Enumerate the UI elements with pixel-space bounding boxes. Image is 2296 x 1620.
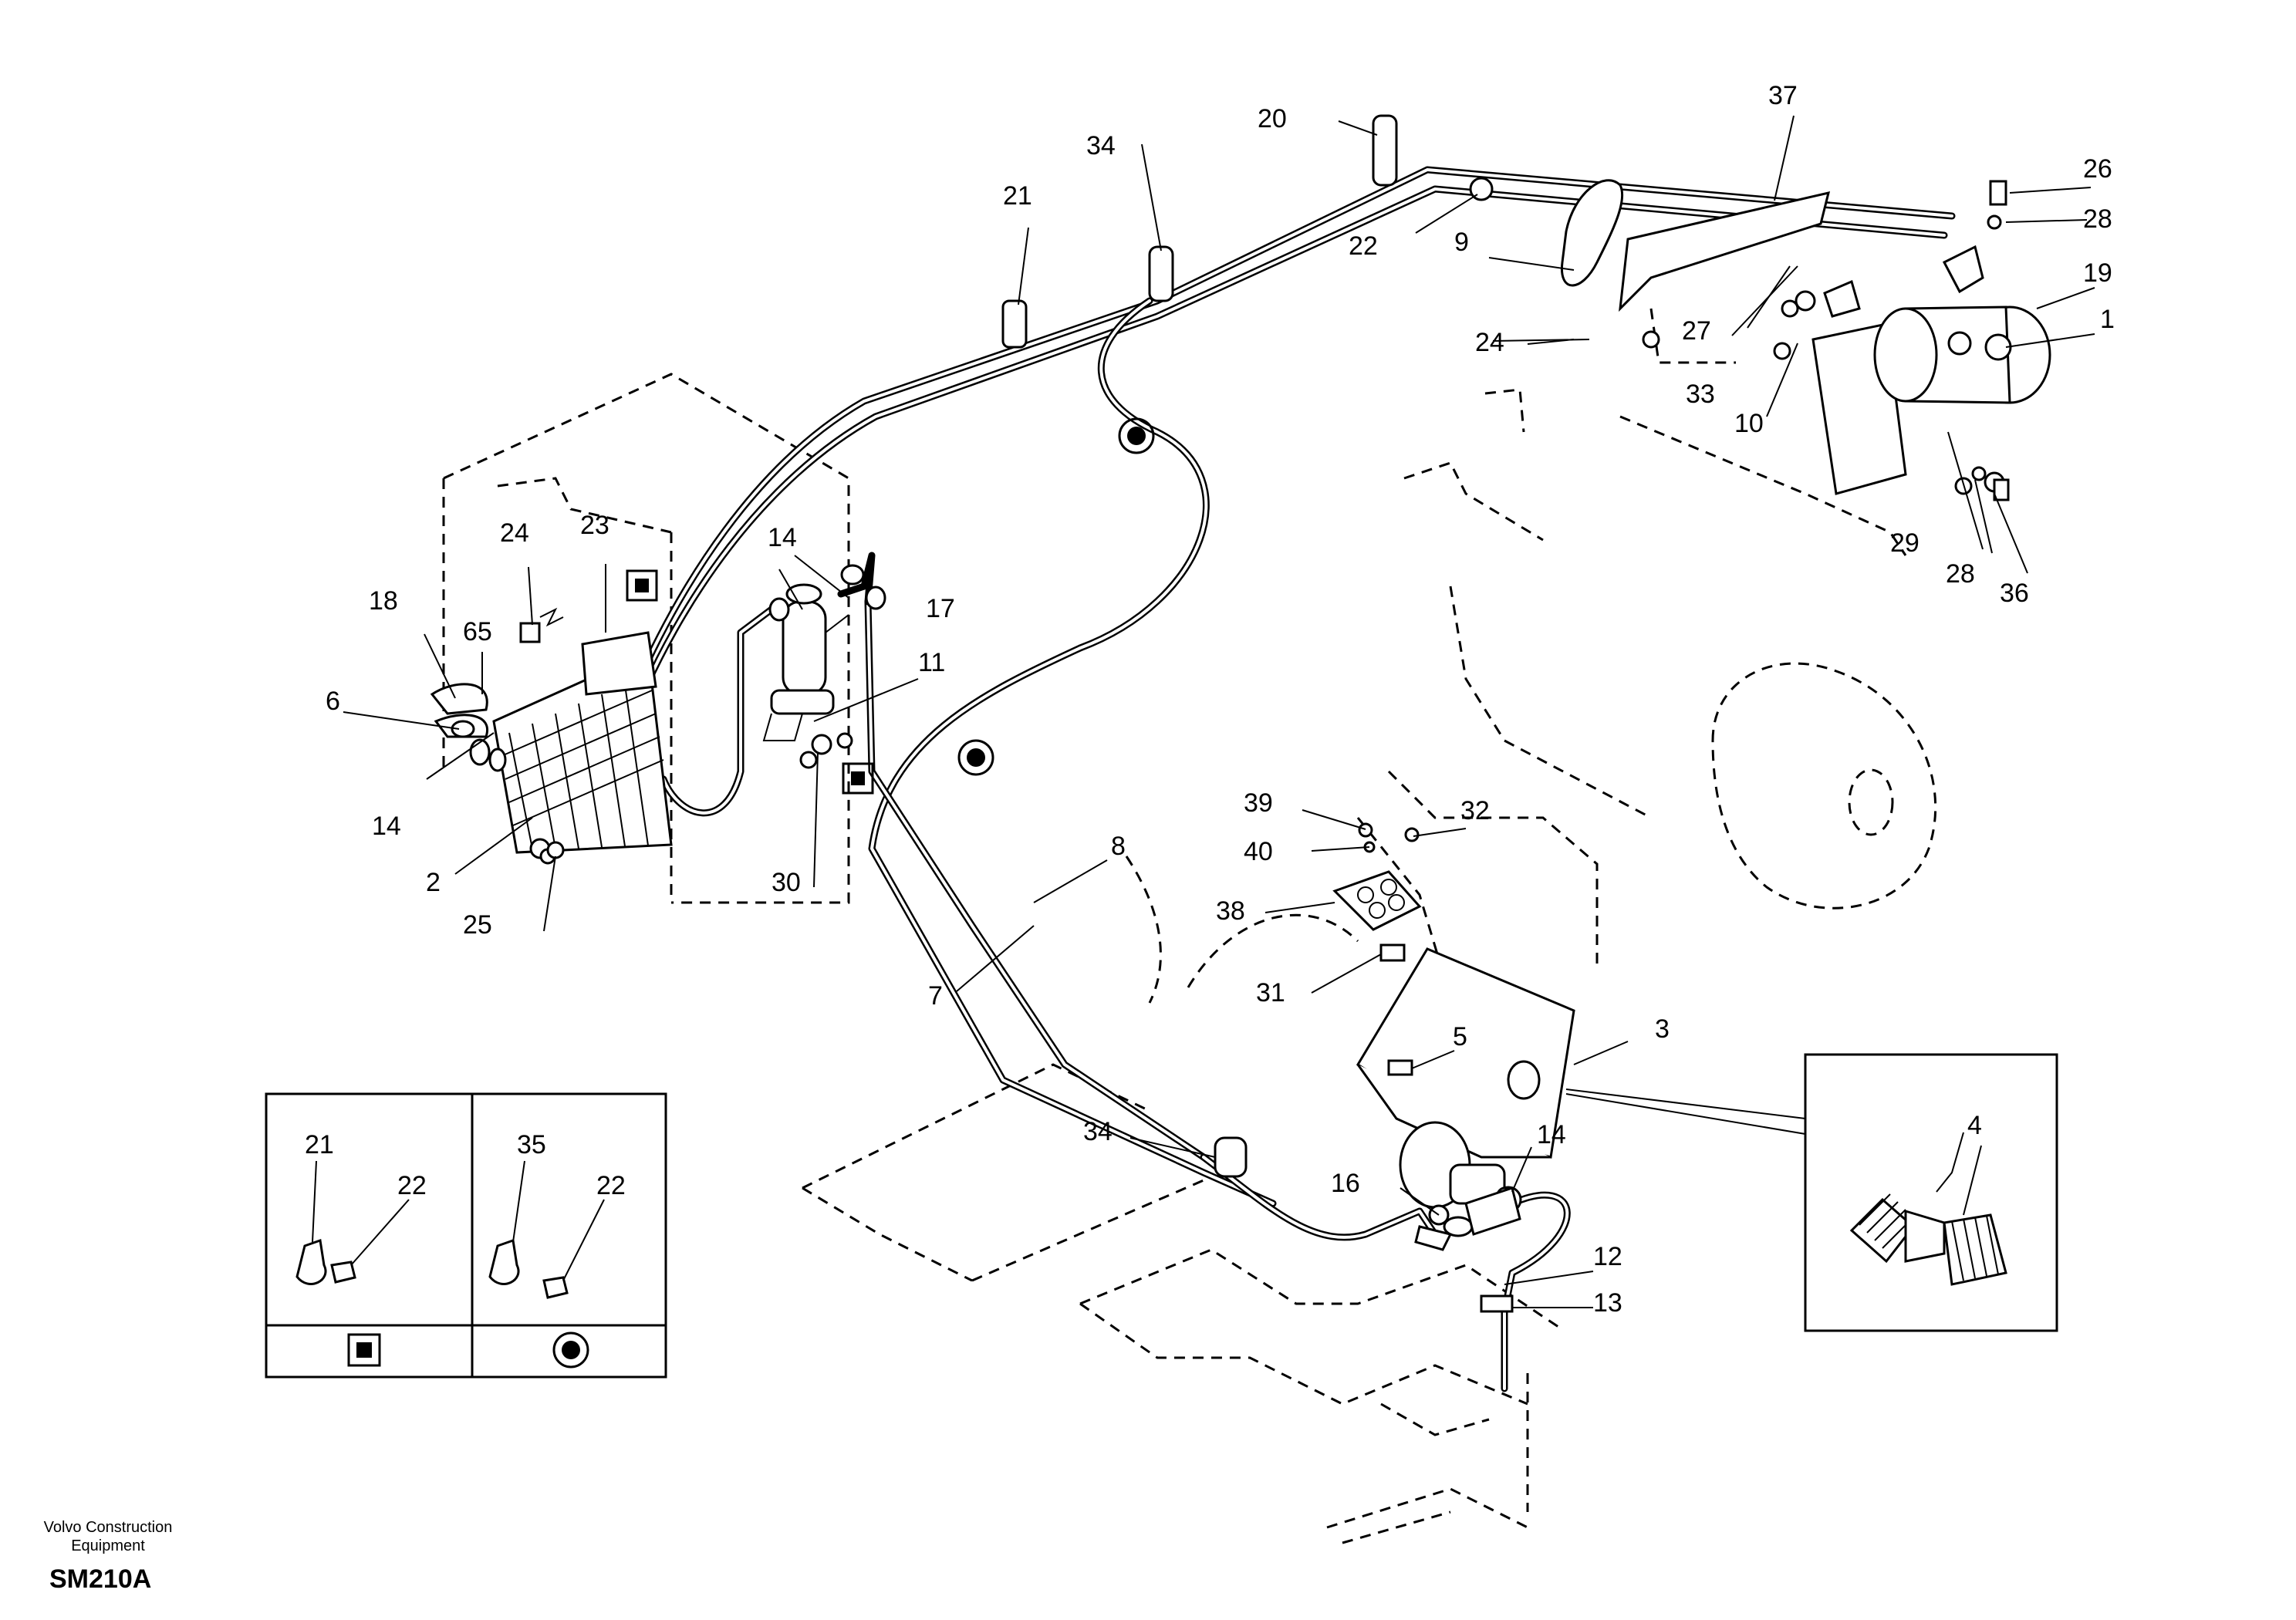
callout-37: 37 (1768, 81, 1798, 110)
hose-runs (629, 166, 1956, 1392)
compressor (1773, 180, 2051, 495)
p-clip-icon (488, 1160, 605, 1299)
p-clip-icon (295, 1160, 410, 1285)
legend-left-label-b: 22 (397, 1171, 427, 1200)
callout-34a: 34 (1086, 131, 1116, 160)
square-marker-icon (626, 569, 658, 602)
callout-38: 38 (1216, 896, 1245, 926)
callout-10: 10 (1734, 409, 1764, 438)
legend-left-label-a: 21 (305, 1130, 334, 1159)
callout-22: 22 (1349, 231, 1378, 261)
square-symbol-icon (347, 1333, 381, 1367)
callout-5: 5 (1453, 1022, 1467, 1051)
callout-13: 13 (1593, 1288, 1622, 1318)
connector-detail-inset (1565, 1053, 2058, 1332)
callout-21: 21 (1003, 181, 1032, 211)
belt-and-bracket (1560, 179, 1831, 364)
callout-65: 65 (463, 617, 492, 646)
condenser (492, 631, 673, 865)
callout-32: 32 (1460, 796, 1490, 825)
callout-4: 4 (1967, 1111, 1982, 1140)
callout-14b: 14 (768, 523, 797, 552)
brand-line-1: Volvo Construction (43, 1519, 173, 1536)
callout-19: 19 (2083, 258, 2112, 288)
circle-marker-icon (1118, 417, 1155, 454)
background-outlines (442, 373, 1936, 1544)
callout-23: 23 (580, 511, 609, 540)
receiver-drier (762, 564, 886, 769)
callout-33: 33 (1686, 380, 1715, 409)
callout-25: 25 (463, 910, 492, 940)
evaporator-unit (1356, 947, 1575, 1237)
callout-1: 1 (2100, 305, 2115, 334)
leader-lines (343, 115, 2095, 1308)
callout-7: 7 (928, 981, 943, 1011)
callout-16: 16 (1331, 1169, 1360, 1198)
callout-9: 9 (1454, 228, 1469, 257)
callout-28a: 28 (2083, 204, 2112, 234)
manufacturer-credit: Volvo Construction Equipment (31, 1518, 185, 1555)
drawing-code: SM210A (49, 1564, 152, 1594)
callout-17: 17 (926, 594, 955, 623)
callout-14c: 14 (372, 812, 401, 841)
brand-line-2: Equipment (71, 1537, 145, 1554)
callout-2: 2 (426, 868, 441, 897)
circle-symbol-icon (552, 1331, 589, 1369)
callout-27: 27 (1682, 316, 1711, 346)
callout-36: 36 (2000, 579, 2029, 608)
square-marker-icon (842, 762, 874, 795)
callout-6: 6 (326, 687, 340, 716)
clip-legend-table: 21 22 35 22 (265, 1092, 667, 1379)
connector-icon (1849, 1193, 2007, 1286)
callout-12: 12 (1593, 1242, 1622, 1271)
callout-20: 20 (1258, 104, 1287, 133)
callout-8: 8 (1111, 832, 1126, 861)
callout-24b: 24 (1475, 328, 1504, 357)
legend-right-label-a: 35 (517, 1130, 546, 1159)
callout-18: 18 (369, 586, 398, 616)
callout-40: 40 (1244, 837, 1273, 866)
bolts (546, 177, 2010, 859)
callout-3: 3 (1655, 1014, 1670, 1044)
callout-30: 30 (772, 868, 801, 897)
callout-39: 39 (1244, 788, 1273, 818)
callouts: 1 2 3 4 5 6 7 8 9 10 11 12 13 14 14 14 1… (326, 81, 2115, 1318)
callout-24a: 24 (500, 518, 529, 548)
callout-34b: 34 (1083, 1117, 1113, 1146)
evaporator-fittings (1414, 1186, 1521, 1313)
callout-11: 11 (918, 648, 945, 677)
callout-14a: 14 (1537, 1120, 1566, 1149)
callout-26: 26 (2083, 154, 2112, 184)
callout-31: 31 (1256, 978, 1285, 1007)
callout-29: 29 (1890, 528, 1920, 558)
control-parts (1332, 822, 1422, 962)
callout-28b: 28 (1946, 559, 1975, 589)
circle-marker-icon (957, 739, 994, 776)
legend-right-label-b: 22 (596, 1171, 626, 1200)
